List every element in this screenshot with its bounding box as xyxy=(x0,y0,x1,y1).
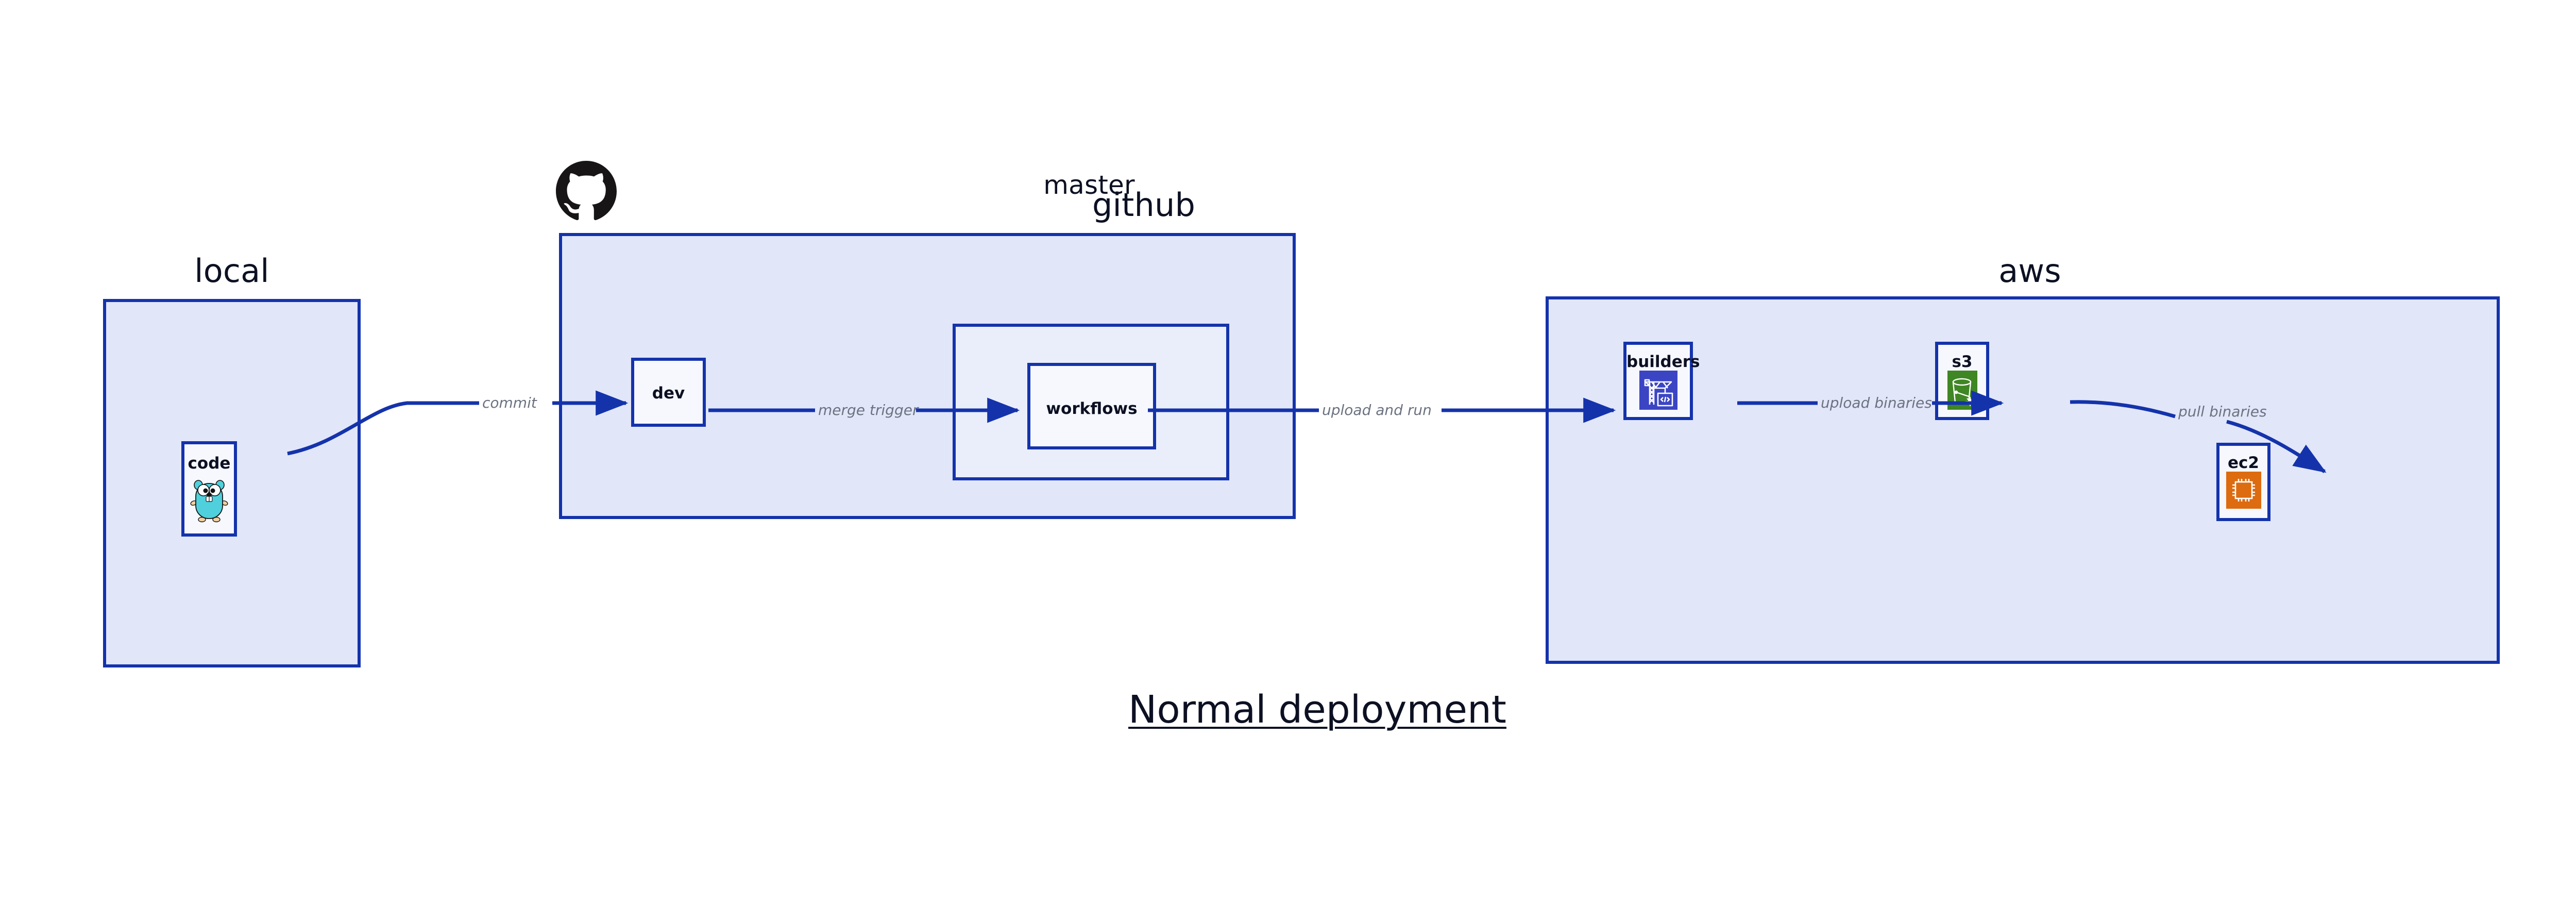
node-s3-label: s3 xyxy=(1952,353,1973,371)
go-gopher-icon xyxy=(190,476,229,523)
aws-crane-code-icon xyxy=(1639,371,1677,410)
group-master: workflows xyxy=(953,324,1229,480)
node-builders[interactable]: builders xyxy=(1623,342,1700,420)
node-code-label: code xyxy=(188,454,231,473)
node-builders-label: builders xyxy=(1626,353,1700,371)
group-github: dev master workflows xyxy=(559,172,1296,519)
diagram-title: Normal deployment xyxy=(1128,688,1506,732)
group-label-github: github xyxy=(1092,186,1196,224)
edge-label-pull-binaries: pull binaries xyxy=(2175,405,2270,419)
group-label-aws: aws xyxy=(1998,252,2061,290)
aws-s3-bucket-glacier-icon xyxy=(1947,371,1977,410)
group-label-local: local xyxy=(194,252,269,290)
group-aws: builders xyxy=(1546,296,2500,664)
edge-label-commit: commit xyxy=(479,396,540,410)
node-dev-label: dev xyxy=(652,384,685,403)
node-workflows-label: workflows xyxy=(1046,399,1138,418)
github-octocat-icon xyxy=(555,161,617,222)
edge-label-upload-and-run: upload and run xyxy=(1319,403,1435,417)
node-workflows[interactable]: workflows xyxy=(1027,363,1156,449)
node-code[interactable]: code xyxy=(181,441,237,537)
edge-label-upload-binaries: upload binaries xyxy=(1818,396,1935,410)
node-ec2-label: ec2 xyxy=(2228,454,2259,472)
node-s3[interactable]: s3 xyxy=(1935,342,1989,420)
aws-ec2-chip-icon xyxy=(2226,472,2261,509)
group-label-master: master xyxy=(1043,170,1135,200)
node-ec2[interactable]: ec2 xyxy=(2216,443,2270,521)
edge-label-merge-trigger: merge trigger xyxy=(815,403,922,417)
node-dev[interactable]: dev xyxy=(631,358,706,427)
group-local: code xyxy=(103,299,361,667)
